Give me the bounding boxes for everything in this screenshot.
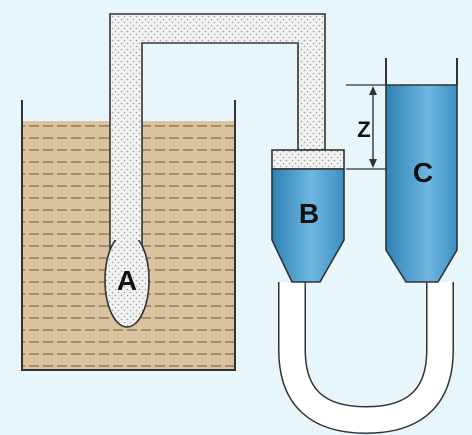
vessel-b-gas [271, 149, 345, 170]
tank-outline [21, 100, 236, 371]
vessel-c [385, 84, 458, 283]
vessel-c-label: C [413, 157, 433, 188]
vessel-b-label: B [299, 198, 319, 229]
bulb-neck [112, 226, 141, 240]
z-arrow-down [369, 159, 377, 168]
vessel-b [271, 168, 345, 283]
z-label: Z [357, 117, 370, 142]
z-arrow-up [369, 86, 377, 95]
bulb-a-label: A [117, 265, 137, 296]
u-tube [279, 282, 453, 433]
